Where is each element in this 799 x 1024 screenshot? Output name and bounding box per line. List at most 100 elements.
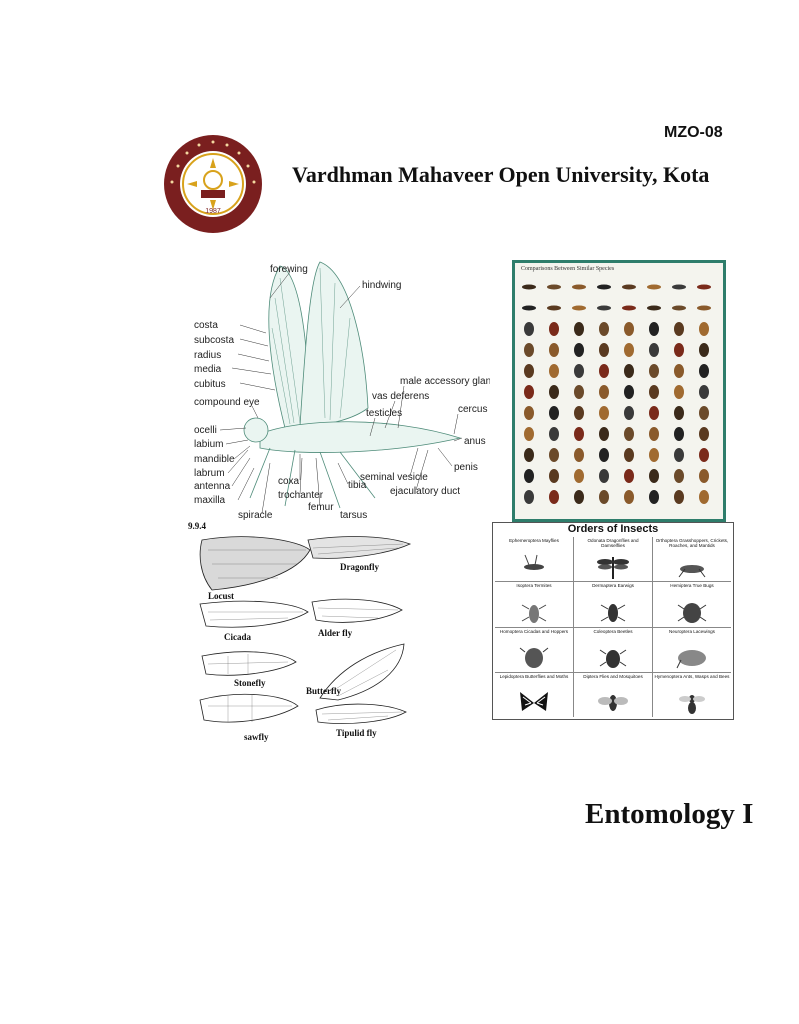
poster-specimen [597, 305, 611, 311]
poster-specimen [549, 364, 559, 378]
wing-label-cicada: Cicada [224, 632, 252, 642]
orders-grid: Ephemeroptera Mayflies Odonata Dragonfli… [495, 537, 731, 717]
poster-specimen [622, 284, 636, 290]
insect-wings-figure: 9.9.4 Locust Dragonfly Cicada Alder fly … [188, 521, 412, 742]
order-cell-hymenoptera: Hymenoptera Ants, Wasps and Bees [653, 672, 731, 717]
dragonfly-icon [597, 557, 629, 580]
university-seal-icon: 1987 [164, 135, 262, 233]
mayfly-icon [524, 555, 544, 571]
svg-text:forewing: forewing [270, 264, 308, 275]
poster-specimen [549, 469, 559, 483]
poster-specimen [699, 343, 709, 357]
wing-label-butterfly: Butterfly [306, 686, 341, 696]
beetle-icon [599, 649, 627, 668]
logo-year: 1987 [205, 208, 221, 215]
svg-text:femur: femur [308, 502, 334, 513]
svg-text:tibia: tibia [348, 480, 367, 491]
poster-specimen [624, 364, 634, 378]
poster-specimen [674, 406, 684, 420]
poster-specimen [647, 284, 661, 290]
svg-text:spiracle: spiracle [238, 510, 273, 520]
poster-specimen [574, 385, 584, 399]
svg-text:mandible: mandible [194, 454, 235, 465]
wing-label-stonefly: Stonefly [234, 678, 266, 688]
course-code: MZO-08 [664, 124, 723, 141]
poster-specimen [622, 305, 636, 311]
order-cell-neuroptera: Neuroptera Lacewings [653, 627, 731, 672]
svg-text:seminal vesicle: seminal vesicle [360, 472, 428, 483]
poster-specimen [524, 448, 534, 462]
poster-specimen [574, 406, 584, 420]
poster-specimen [599, 322, 609, 336]
poster-title: Comparisons Between Similar Species [521, 266, 615, 272]
poster-specimen [624, 469, 634, 483]
poster-specimen [674, 427, 684, 441]
poster-specimen [649, 385, 659, 399]
poster-specimen [574, 364, 584, 378]
svg-text:cercus: cercus [458, 404, 487, 415]
poster-specimen [599, 343, 609, 357]
poster-specimen [649, 448, 659, 462]
poster-specimen [599, 427, 609, 441]
orders-title: Orders of Insects [567, 523, 659, 535]
termite-icon [521, 604, 547, 623]
poster-specimen [599, 364, 609, 378]
poster-specimen [549, 490, 559, 504]
poster-specimen [624, 385, 634, 399]
poster-specimen [524, 364, 534, 378]
poster-specimen [699, 385, 709, 399]
poster-specimen [572, 305, 586, 311]
poster-specimen [649, 343, 659, 357]
wing-label-dragonfly: Dragonfly [340, 562, 379, 572]
svg-text:ejaculatory duct: ejaculatory duct [390, 486, 460, 497]
butterfly-icon [520, 692, 548, 711]
poster-specimen [599, 448, 609, 462]
svg-text:cubitus: cubitus [194, 379, 226, 390]
svg-text:tarsus: tarsus [340, 510, 367, 520]
poster-specimen [674, 385, 684, 399]
svg-text:media: media [194, 364, 222, 375]
svg-text:male accessory gland: male accessory gland [400, 376, 490, 387]
poster-specimen [524, 385, 534, 399]
poster-specimen [699, 448, 709, 462]
svg-text:penis: penis [454, 462, 478, 473]
svg-text:vas deferens: vas deferens [372, 391, 429, 402]
poster-specimen [674, 343, 684, 357]
poster-specimen [574, 490, 584, 504]
order-cell-dermaptera: Dermaptera Earwigs [574, 582, 652, 627]
svg-text:labrum: labrum [194, 468, 225, 479]
poster-specimen [624, 448, 634, 462]
poster-specimen [524, 406, 534, 420]
wing-label-sawfly: sawfly [244, 732, 269, 742]
order-cell-ephemeroptera: Ephemeroptera Mayflies [495, 537, 573, 582]
order-cell-coleoptera: Coleoptera Beetles [574, 627, 652, 672]
poster-specimen [624, 322, 634, 336]
poster-specimen [549, 385, 559, 399]
order-cell-homoptera: Homoptera Cicadas and Hoppers [495, 627, 573, 672]
poster-specimen [549, 322, 559, 336]
poster-specimen [674, 490, 684, 504]
svg-text:compound eye: compound eye [194, 397, 260, 408]
svg-text:anus: anus [464, 436, 486, 447]
poster-specimen [597, 284, 611, 290]
poster-specimen [524, 322, 534, 336]
svg-text:trochanter: trochanter [278, 490, 324, 501]
poster-specimen [699, 406, 709, 420]
poster-specimen [572, 284, 586, 290]
poster-specimen [672, 284, 686, 290]
poster-specimen [699, 490, 709, 504]
cicada-icon [519, 647, 549, 668]
poster-specimen [649, 427, 659, 441]
svg-text:antenna: antenna [194, 481, 231, 492]
wing-label-alder-fly: Alder fly [318, 628, 353, 638]
poster-specimen [649, 322, 659, 336]
poster-specimen [574, 448, 584, 462]
poster-specimen [524, 469, 534, 483]
poster-specimen [624, 490, 634, 504]
poster-specimen [599, 490, 609, 504]
poster-specimen [697, 305, 711, 311]
poster-specimen [699, 364, 709, 378]
poster-specimen [699, 427, 709, 441]
poster-specimen [647, 305, 661, 311]
poster-specimen [674, 322, 684, 336]
